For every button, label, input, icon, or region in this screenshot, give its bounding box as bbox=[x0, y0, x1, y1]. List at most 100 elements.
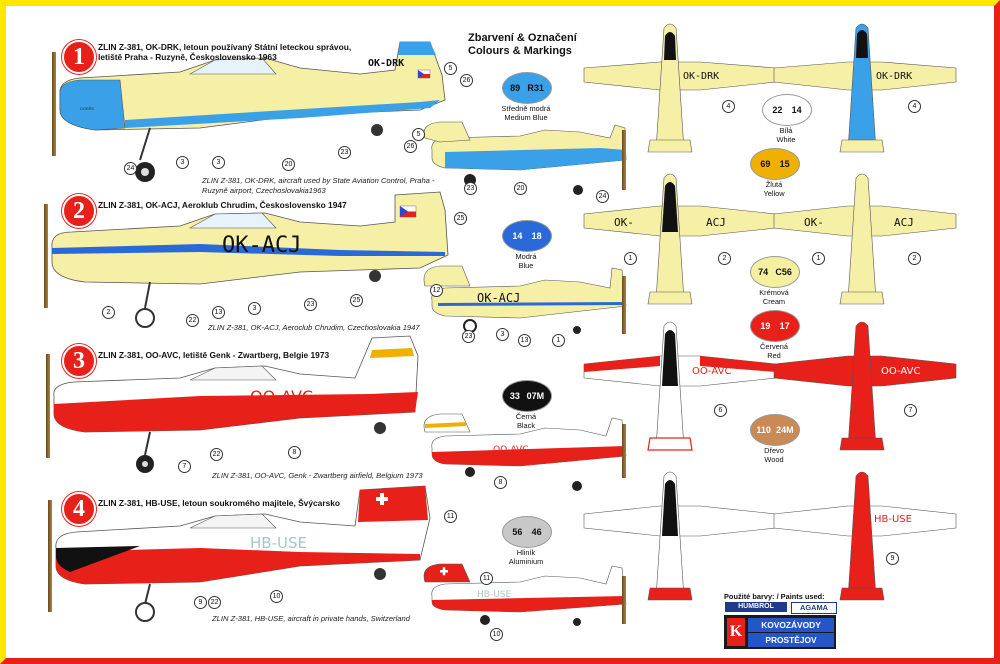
callout-s2-5: 3 bbox=[248, 302, 261, 315]
callout-s1-9: 23 bbox=[464, 182, 477, 195]
swatch-code-agama: 24M bbox=[776, 425, 794, 435]
callout-s4-5: 10 bbox=[490, 628, 503, 641]
scheme2-plan-reg-a: OK- bbox=[614, 216, 634, 229]
swatch-code-agama: 17 bbox=[779, 321, 790, 331]
callout-s2-4: 13 bbox=[212, 306, 225, 319]
legend-title-cz: Zbarvení & Označení bbox=[468, 32, 577, 44]
callout-s1-5: 20 bbox=[282, 158, 295, 171]
callout-s2-6: 23 bbox=[304, 298, 317, 311]
agama-logo: AGAMA bbox=[791, 602, 837, 614]
scheme1-plan-reg-bottom: OK-DRK bbox=[876, 71, 912, 82]
scheme-number-4: 4 bbox=[62, 492, 96, 526]
swatch-name-en: White bbox=[776, 135, 796, 144]
callout-s4-3: 10 bbox=[270, 590, 283, 603]
callout-s2-8: 23 bbox=[462, 330, 475, 343]
scheme1-plan-views: OK-DRK OK-DRK bbox=[583, 23, 957, 153]
swatch-name-cz: Modrá bbox=[515, 252, 537, 261]
callout-s2-11: 1 bbox=[552, 334, 565, 347]
callout-s1-6: 23 bbox=[338, 146, 351, 159]
scheme-number-2: 2 bbox=[62, 194, 96, 228]
swatch-name-en: Wood bbox=[764, 455, 784, 464]
callout-s2-0: 25 bbox=[454, 212, 467, 225]
kovozavody-line2: PROSTĚJOV bbox=[748, 633, 834, 647]
scheme2-side-reg: OK-ACJ bbox=[222, 233, 301, 258]
swatch-code-humbrol: 69 bbox=[760, 159, 771, 169]
swatch-code-humbrol: 33 bbox=[509, 391, 520, 401]
swatch-name-cz: Středně modrá bbox=[501, 104, 551, 113]
swatch-blue: 14 18 bbox=[502, 220, 552, 252]
swatch-name-cz: Hliník bbox=[516, 548, 536, 557]
swatch-cream: 74 C56 bbox=[750, 256, 800, 288]
callout-s1-0: 5 bbox=[444, 62, 457, 75]
scheme3-plan-reg-bottom: OO-AVC bbox=[881, 366, 920, 377]
scheme3-side-reg: OO-AVC bbox=[250, 387, 313, 406]
swatch-code-humbrol: 19 bbox=[760, 321, 771, 331]
callout-s2-14: 1 bbox=[812, 252, 825, 265]
callout-s1-4: 3 bbox=[212, 156, 225, 169]
swatch-name-cz: Žlutá bbox=[765, 180, 783, 189]
swatch-code-agama: 18 bbox=[531, 231, 542, 241]
scheme1-caption: ZLIN Z-381, OK-DRK, aircraft used by Sta… bbox=[202, 176, 435, 195]
callout-s3-2: 8 bbox=[288, 446, 301, 459]
swatch-name-en: Yellow bbox=[763, 189, 785, 198]
callout-s1-11: 24 bbox=[596, 190, 609, 203]
swatch-name-cz: Krémová bbox=[759, 288, 789, 297]
callout-s1-2: 24 bbox=[124, 162, 137, 175]
scheme4-plan-views: HB-USE bbox=[583, 471, 957, 601]
callout-s1-10: 20 bbox=[514, 182, 527, 195]
callout-s2-10: 13 bbox=[518, 334, 531, 347]
scheme3-side-view: OO-AVC bbox=[46, 335, 419, 473]
callout-s1-7: 5 bbox=[412, 128, 425, 141]
swatch-name-cz: Bílá bbox=[779, 126, 793, 135]
scheme1-nose-text: DOBŘE bbox=[80, 106, 95, 111]
humbrol-logo: HUMBROL bbox=[725, 602, 787, 612]
swatch-code-humbrol: 22 bbox=[772, 105, 783, 115]
swatch-name-en: Black bbox=[516, 421, 536, 430]
swatch-name-en: Red bbox=[767, 351, 781, 360]
scheme4-title: ZLIN Z-381, HB-USE, letoun soukromého ma… bbox=[98, 498, 341, 508]
scheme2-plan-reg-d: ACJ bbox=[894, 216, 914, 229]
swatch-black: 33 07M bbox=[502, 380, 552, 412]
callout-s2-2: 2 bbox=[102, 306, 115, 319]
swatch-code-humbrol: 56 bbox=[512, 527, 523, 537]
scheme2-plan-reg-b: ACJ bbox=[706, 216, 726, 229]
swatch-code-agama: C56 bbox=[775, 267, 792, 277]
scheme4-small-side: HB-USE bbox=[423, 563, 627, 626]
kovozavody-line1: KOVOZÁVODY bbox=[748, 618, 834, 632]
scheme4-side-view: HB-USE bbox=[48, 485, 431, 622]
scheme2-small-side: OK-ACJ bbox=[423, 265, 627, 334]
scheme4-side-reg: HB-USE bbox=[250, 534, 307, 552]
swatch-code-agama: 07M bbox=[526, 391, 545, 401]
scheme1-side-view: OK-DRK DOBŘE bbox=[52, 41, 446, 182]
callout-s4-2: 22 bbox=[208, 596, 221, 609]
scheme1-side-reg: OK-DRK bbox=[368, 58, 404, 69]
callout-s2-9: 3 bbox=[496, 328, 509, 341]
swatch-code-humbrol: 14 bbox=[512, 231, 523, 241]
callout-s3-1: 22 bbox=[210, 448, 223, 461]
callout-s2-7: 25 bbox=[350, 294, 363, 307]
scheme2-plan-views: OK- ACJ OK- ACJ bbox=[583, 173, 957, 305]
legend-title: Zbarvení & Označení Colours & Markings bbox=[468, 32, 577, 58]
callout-s2-12: 1 bbox=[624, 252, 637, 265]
callout-s1-12: 4 bbox=[722, 100, 735, 113]
scheme3-small-side: OO-AVC bbox=[423, 413, 627, 491]
scheme3-caption: ZLIN Z-381, OO-AVC, Genk - Zwartberg air… bbox=[212, 471, 423, 480]
scheme4-small-reg: HB-USE bbox=[477, 590, 511, 600]
swatch-name-cz: Červená bbox=[760, 342, 788, 351]
callout-s3-3: 8 bbox=[494, 476, 507, 489]
aircraft-artwork: OK-DRK DOBŘE OK-ACJ OK-ACJ bbox=[44, 23, 957, 626]
swatch-code-humbrol: 74 bbox=[758, 267, 769, 277]
